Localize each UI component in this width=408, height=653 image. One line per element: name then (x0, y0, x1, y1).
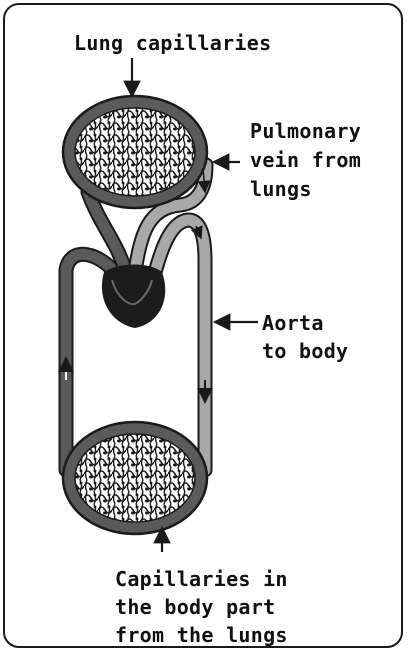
label-body-capillaries-line1: Capillaries in (115, 566, 288, 593)
label-aorta-line2: to body (262, 338, 348, 365)
label-body-capillaries-line3: from the lungs (115, 622, 288, 649)
label-pulmonary-vein-line1: Pulmonary (250, 118, 361, 145)
label-pulmonary-vein-line3: lungs (250, 176, 312, 203)
label-aorta-line1: Aorta (262, 310, 324, 337)
label-body-capillaries-line2: the body part (115, 594, 275, 621)
heart (102, 265, 165, 329)
label-lung-capillaries: Lung capillaries (74, 30, 271, 57)
label-pulmonary-vein-line2: vein from (250, 147, 361, 174)
